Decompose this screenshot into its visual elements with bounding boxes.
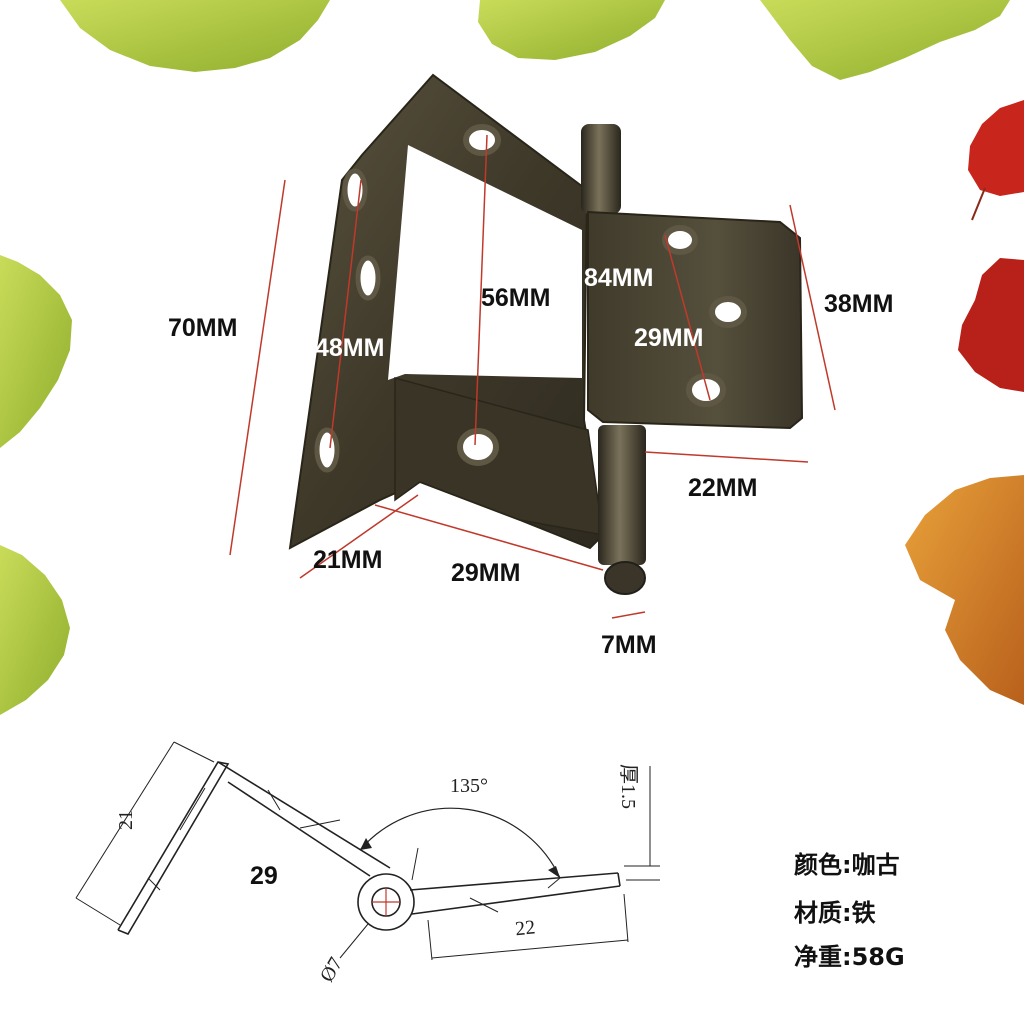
dim-hole-span-inner: 48MM [315, 334, 384, 362]
spec-color-value: 咖古 [851, 851, 900, 879]
dim-hole-span-left-leaf: 56MM [481, 284, 550, 312]
hinge-window-cutout [388, 145, 582, 380]
drawing-angle: 135° [450, 775, 488, 797]
spec-weight-label: 净重: [794, 943, 852, 971]
hinge-photo [288, 73, 804, 595]
hinge-knuckle-top [581, 124, 621, 214]
technical-drawing [75, 741, 660, 961]
dim-pin-diameter: 7MM [601, 631, 657, 659]
green-leaf-top-right [760, 0, 1010, 80]
green-leaf-left-mid [0, 255, 72, 448]
hinge-pin-end [604, 561, 646, 595]
dim-right-leaf-width: 22MM [688, 474, 757, 502]
spec-weight-value: 58G [851, 943, 905, 971]
drawing-right-leaf-length: 22 [514, 916, 536, 940]
drawing-thickness: 厚1.5 [617, 764, 639, 809]
spec-color-label: 颜色: [794, 851, 852, 879]
hinge-right-leaf [587, 210, 804, 430]
spec-weight: 净重:58G [794, 937, 905, 972]
green-leaf-top-left [60, 0, 330, 72]
hinge-holes-left [314, 124, 501, 473]
green-leaf-left-low [0, 545, 70, 715]
hinge-holes-right [662, 225, 747, 407]
hinge-knuckle-bottom [598, 425, 646, 565]
dim-left-leaf-width: 29MM [451, 559, 520, 587]
dim-overall-height: 70MM [168, 314, 237, 342]
dimension-lines [229, 134, 836, 619]
spec-material-value: 铁 [851, 899, 876, 927]
dim-right-leaf-height: 38MM [824, 290, 893, 318]
green-leaf-top-center [478, 0, 665, 60]
dim-return-depth: 21MM [313, 546, 382, 574]
orange-leaf [905, 475, 1024, 705]
spec-material-label: 材质: [794, 899, 852, 927]
drawing-return-length: 21 [115, 810, 137, 830]
drawing-left-leaf-length: 29 [250, 862, 278, 890]
red-leaf-upper [968, 100, 1024, 196]
spec-material: 材质:铁 [794, 893, 876, 928]
decorative-leaves [0, 0, 1024, 715]
dim-hole-span-right-leaf: 29MM [634, 324, 703, 352]
dim-total-width: 84MM [584, 264, 653, 292]
drawing-pin-diameter: Ø7 [316, 954, 347, 986]
spec-color: 颜色:咖古 [794, 845, 900, 880]
red-leaf-lower [958, 258, 1024, 392]
